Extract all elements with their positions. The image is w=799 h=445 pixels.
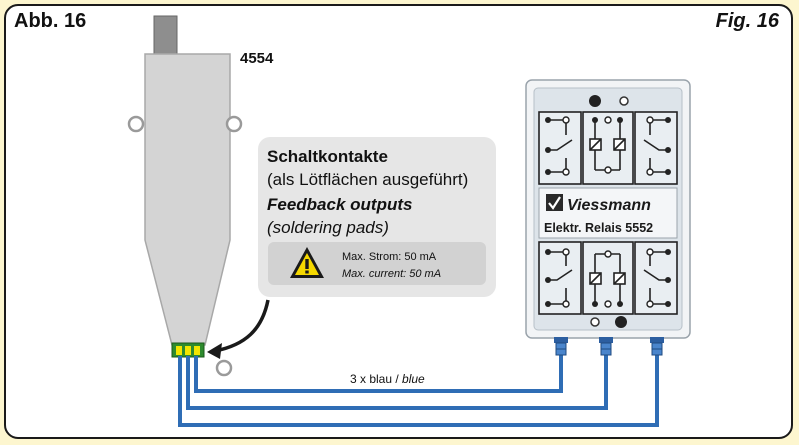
wire-2 [186, 355, 608, 410]
warning-icon [290, 247, 324, 278]
blue-wires [178, 355, 659, 427]
figure-label-en: Fig. 16 [715, 10, 779, 32]
warning-text-de: Max. Strom: 50 mA [342, 251, 437, 263]
callout-arrow [207, 299, 270, 359]
relay-led-top [619, 96, 629, 106]
feedback-callout: Schaltkontakte (als Lötflächen ausgeführ… [258, 137, 496, 297]
terminal-3 [650, 337, 664, 356]
callout-title-en: Feedback outputs [267, 195, 413, 214]
viessmann-logo-icon [546, 194, 563, 211]
wire-3 [194, 355, 563, 393]
callout-subtitle-de: (als Lötflächen ausgeführt) [267, 170, 469, 189]
decoder-part-number: 4554 [240, 50, 274, 67]
relay-model: Elektr. Relais 5552 [544, 221, 653, 235]
terminal-2 [599, 337, 613, 356]
terminal-1 [554, 337, 568, 356]
warning-box: Max. Strom: 50 mA Max. current: 50 mA [268, 242, 486, 285]
callout-title-de: Schaltkontakte [267, 147, 388, 166]
decoder-body [144, 53, 231, 346]
solder-pad-3 [194, 346, 200, 355]
wire-1 [178, 355, 659, 427]
solder-pad-2 [185, 346, 191, 355]
mounting-hole-right [225, 115, 243, 133]
wire-label-de: 3 x blau / [350, 372, 403, 386]
relay-led-bottom [590, 317, 600, 327]
figure-label-de: Abb. 16 [14, 10, 87, 32]
warning-text-en: Max. current: 50 mA [342, 268, 442, 280]
decoder-4554 [127, 15, 243, 377]
mounting-hole-left [127, 115, 145, 133]
relay-screw-bottom [615, 316, 627, 328]
wire-label: 3 x blau / blue [350, 372, 425, 386]
relay-brand: Viessmann [567, 197, 651, 214]
wire-label-en: blue [402, 372, 425, 386]
callout-subtitle-en: (soldering pads) [267, 218, 389, 237]
relay-5552: Viessmann Elektr. Relais 5552 [525, 79, 691, 356]
solder-pad-1 [176, 346, 182, 355]
decoder-cable [153, 15, 178, 57]
mounting-hole-bottom [215, 359, 233, 377]
relay-screw-top [589, 95, 601, 107]
relay-terminals [554, 337, 664, 356]
